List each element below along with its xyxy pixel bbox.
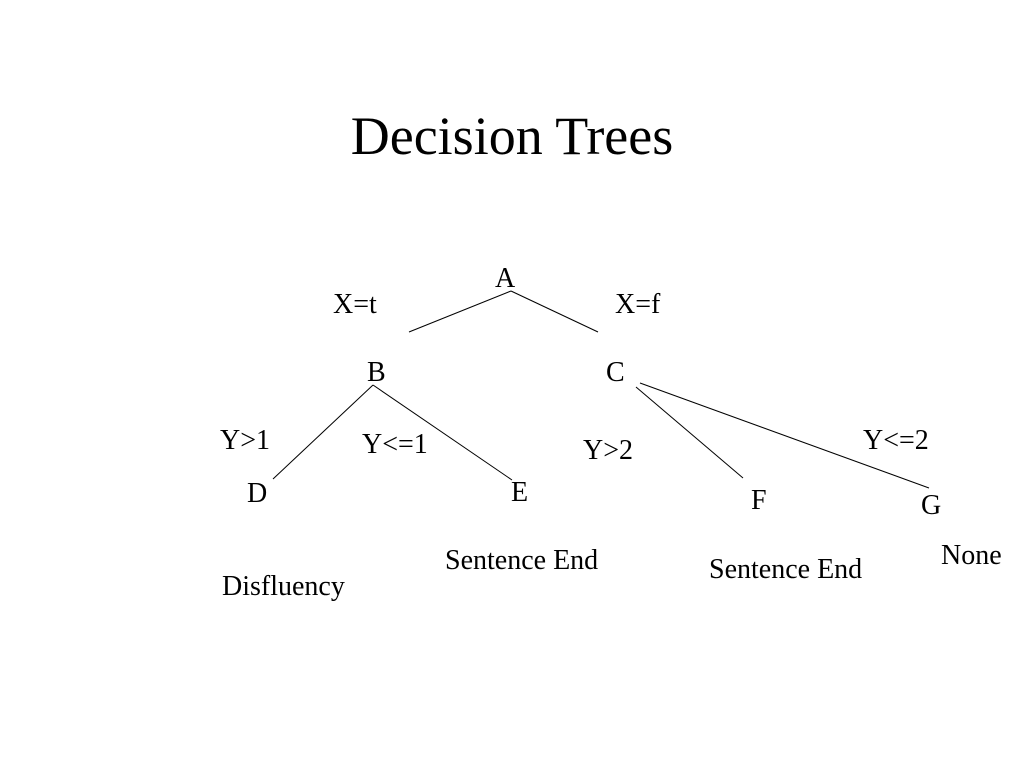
edge-label-y-gt-1: Y>1 xyxy=(220,425,271,456)
outcome-f: Sentence End xyxy=(709,554,863,585)
node-d: D xyxy=(247,478,268,509)
outcome-d: Disfluency xyxy=(222,571,345,602)
node-b: B xyxy=(367,357,386,388)
edge-label-y-le-1: Y<=1 xyxy=(362,429,428,460)
edge-a-b xyxy=(408,290,512,333)
node-c: C xyxy=(606,357,625,388)
edge-b-e xyxy=(372,384,513,481)
slide-title: Decision Trees xyxy=(350,106,674,166)
outcome-e: Sentence End xyxy=(445,545,599,576)
edge-label-x-false: X=f xyxy=(615,289,661,320)
node-a: A xyxy=(495,263,516,294)
edge-label-y-gt-2: Y>2 xyxy=(583,435,634,466)
edge-c-f xyxy=(635,386,744,479)
node-f: F xyxy=(751,485,767,516)
node-g: G xyxy=(921,490,942,521)
edge-c-g xyxy=(639,382,930,489)
outcome-g: None xyxy=(941,540,1002,571)
edge-label-y-le-2: Y<=2 xyxy=(863,425,929,456)
edge-a-c xyxy=(510,290,599,333)
edge-b-d xyxy=(272,384,374,480)
edge-label-x-true: X=t xyxy=(333,289,377,320)
node-e: E xyxy=(511,477,529,508)
